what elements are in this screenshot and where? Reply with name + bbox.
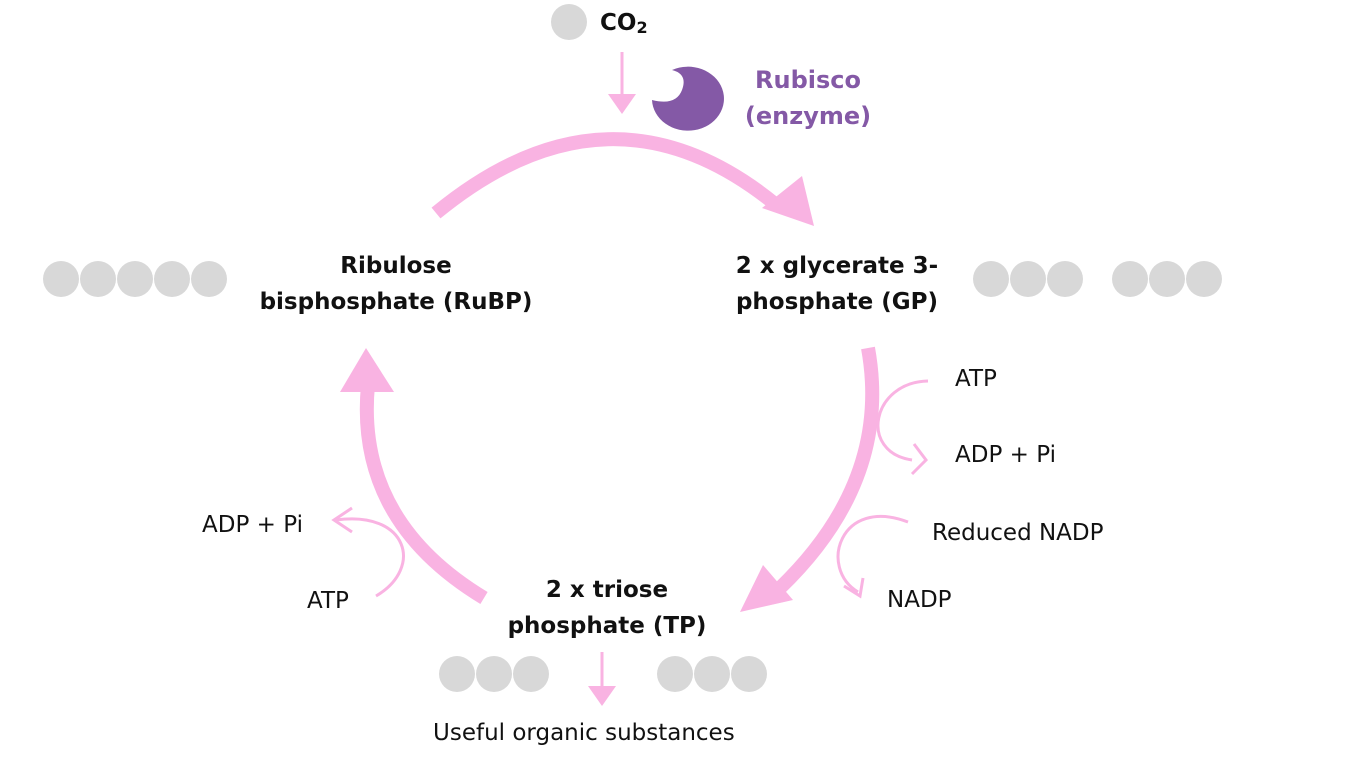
adp-pi-label-tp: ADP + Pi — [202, 512, 303, 538]
nadph-consumption-arrow — [836, 514, 909, 599]
co2-carbon — [551, 4, 587, 40]
tp-line2: phosphate (TP) — [507, 613, 707, 639]
gp-line1: 2 x glycerate 3- — [735, 253, 939, 279]
rubisco-line2: (enzyme) — [744, 102, 872, 130]
arrow-tp-to-rubp — [340, 348, 488, 604]
arrow-gp-to-tp — [740, 346, 880, 612]
co2-subscript: 2 — [636, 18, 648, 37]
co2-main: CO — [600, 10, 637, 36]
nadp-label: NADP — [887, 587, 952, 613]
rubp-line1: Ribulose — [340, 253, 452, 279]
co2-label: CO2 — [600, 10, 648, 37]
atp-consumption-arrow-tp — [331, 506, 405, 598]
rubp-carbons — [43, 261, 227, 297]
tp-label: 2 x triose phosphate (TP) — [500, 572, 714, 644]
rubisco-label: Rubisco (enzyme) — [742, 62, 874, 134]
arrow-rubp-to-gp — [431, 132, 814, 226]
gp-carbons — [973, 261, 1222, 297]
atp-label-gp: ATP — [955, 366, 997, 392]
adp-pi-label-gp: ADP + Pi — [955, 442, 1056, 468]
gp-label: 2 x glycerate 3- phosphate (GP) — [726, 248, 948, 320]
rubisco-line1: Rubisco — [755, 66, 861, 94]
output-arrow — [588, 652, 616, 706]
rubisco-enzyme-icon — [652, 66, 724, 131]
tp-line1: 2 x triose — [545, 577, 669, 603]
atp-label-tp: ATP — [307, 588, 349, 614]
useful-organic-substances-label: Useful organic substances — [433, 720, 735, 746]
atp-consumption-arrow-gp — [876, 379, 929, 476]
co2-entry-arrow — [608, 52, 636, 114]
gp-line2: phosphate (GP) — [735, 289, 939, 315]
rubp-line2: bisphosphate (RuBP) — [259, 289, 533, 315]
rubp-label: Ribulose bisphosphate (RuBP) — [258, 248, 534, 320]
reduced-nadp-label: Reduced NADP — [932, 520, 1104, 546]
tp-carbons — [439, 656, 767, 692]
